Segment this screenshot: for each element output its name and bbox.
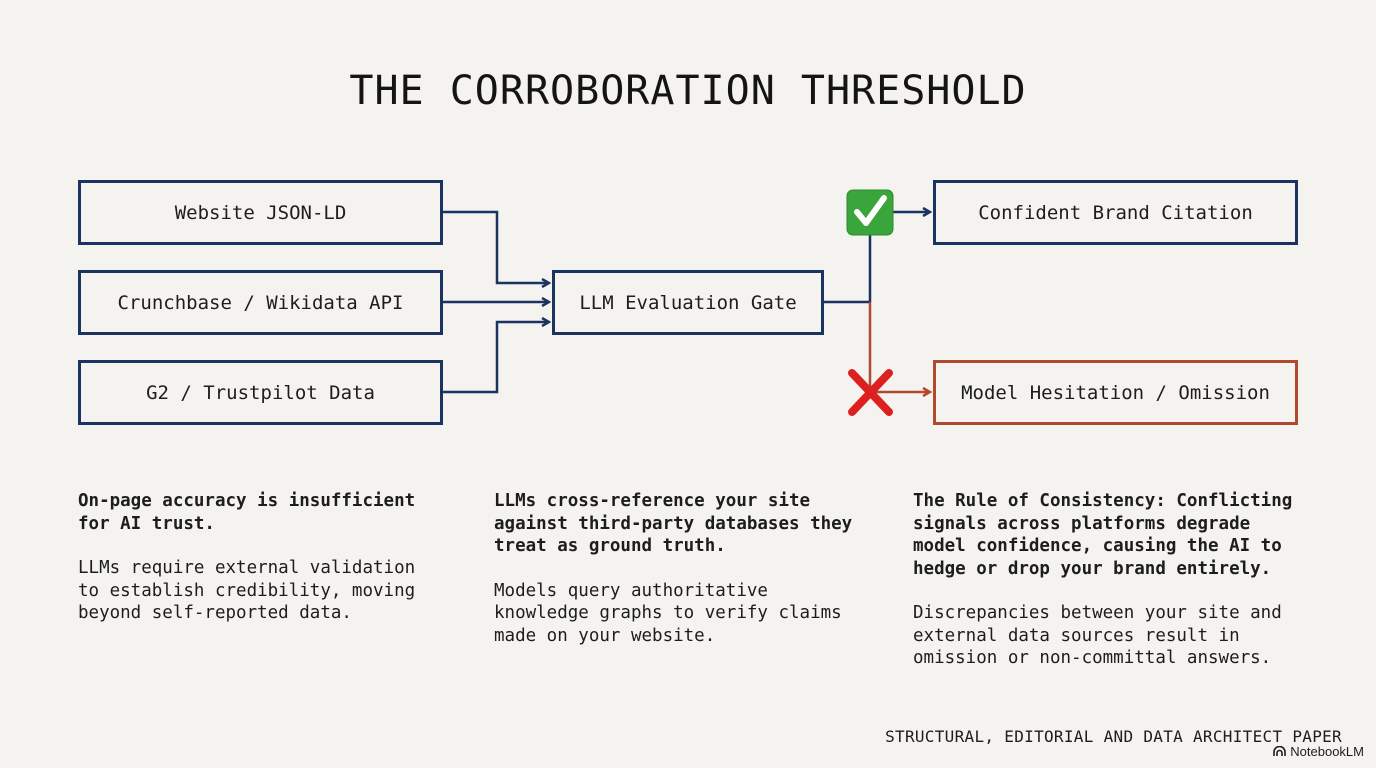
column-left-body: LLMs require external validation to esta…: [78, 558, 416, 623]
outcome-success-box: Confident Brand Citation: [933, 180, 1298, 245]
column-left: On-page accuracy is insufficient for AI …: [78, 490, 443, 625]
column-middle: LLMs cross-reference your site against t…: [494, 490, 859, 647]
check-mark-icon: [846, 189, 894, 236]
column-right-body: Discrepancies between your site and exte…: [913, 603, 1282, 668]
brand-name: NotebookLM: [1290, 744, 1364, 759]
column-right-lead: The Rule of Consistency: Conflicting sig…: [913, 491, 1293, 579]
column-right: The Rule of Consistency: Conflicting sig…: [913, 490, 1308, 670]
footer-caption: STRUCTURAL, EDITORIAL AND DATA ARCHITECT…: [885, 727, 1342, 746]
page-title: THE CORROBORATION THRESHOLD: [349, 68, 1027, 114]
brand-logo: NotebookLM: [1273, 744, 1364, 759]
column-middle-lead: LLMs cross-reference your site against t…: [494, 491, 853, 556]
column-middle-body: Models query authoritative knowledge gra…: [494, 580, 842, 646]
source-box-g2-trustpilot: G2 / Trustpilot Data: [78, 360, 443, 425]
connector-source-1: [442, 210, 549, 283]
source-box-website-json-ld: Website JSON-LD: [78, 180, 443, 245]
cross-mark-icon: [848, 369, 893, 416]
source-box-crunchbase-wikidata: Crunchbase / Wikidata API: [78, 270, 443, 335]
gate-box: LLM Evaluation Gate: [552, 270, 824, 335]
column-left-lead: On-page accuracy is insufficient for AI …: [78, 491, 416, 534]
notebooklm-icon: [1273, 746, 1287, 756]
connector-source-3: [442, 322, 549, 394]
outcome-failure-box: Model Hesitation / Omission: [933, 360, 1298, 425]
